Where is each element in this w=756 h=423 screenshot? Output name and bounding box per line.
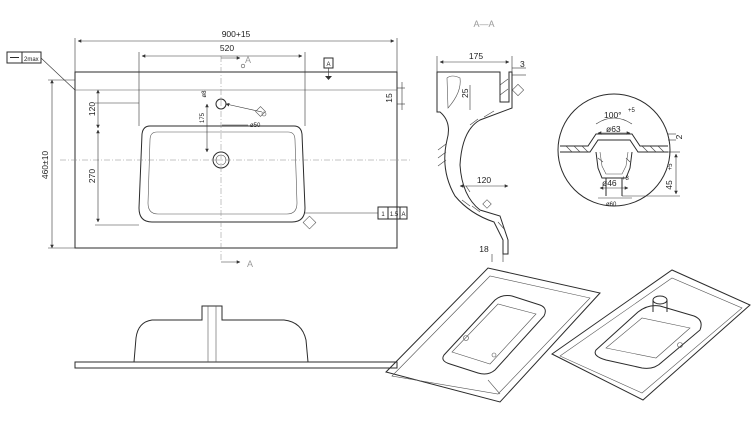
- angle-label: 100°: [604, 110, 622, 120]
- section-marker-top: A: [245, 55, 251, 65]
- tap-dia-label: ø8: [202, 90, 208, 98]
- front-bowl-profile: [133, 305, 309, 363]
- outlet-depth-tol-label: +5: [668, 163, 674, 171]
- rim-thickness-label: 3: [520, 59, 525, 69]
- bottom-thickness-label: 18: [479, 244, 489, 254]
- bowl-outer: [138, 125, 306, 223]
- iso-bowl-top: [442, 295, 546, 375]
- drain-bore-label: ø63: [606, 124, 621, 134]
- inner-width-label: 120: [477, 175, 491, 185]
- outlet-depth-label: 45: [664, 180, 674, 190]
- isometric-view-top: [385, 267, 601, 403]
- bowl-width-label: 520: [220, 43, 234, 53]
- section-title: A—A: [473, 19, 494, 29]
- bowl-inner: [147, 131, 298, 215]
- total-width-label: 900+15: [222, 29, 251, 39]
- tap-offset-label: 175: [200, 112, 206, 123]
- outer-dia-label: ø60: [606, 202, 617, 208]
- tol-cell-1: 1: [381, 212, 385, 218]
- section-marker-bottom: A: [247, 259, 253, 269]
- plan-view: 900+15 520 460±10 120 270 175 ø8 ø50 15: [6, 29, 410, 269]
- outlet-label: ø46: [602, 178, 617, 188]
- bowl-offset-label: 120: [87, 102, 97, 116]
- section-profile: [436, 71, 513, 255]
- front-elevation: [74, 305, 398, 369]
- drain-top-label: 2: [674, 134, 684, 139]
- radius-label: 25: [460, 88, 470, 98]
- drain-body: [595, 151, 633, 179]
- bowl-depth-label: 270: [87, 169, 97, 183]
- tol-cell-3: A: [401, 212, 405, 218]
- tol-cell-2: 1.5: [390, 212, 399, 218]
- outlet-tol-label: +3: [622, 176, 630, 182]
- isometric-view-bottom: [551, 269, 751, 401]
- depth-label: 460±10: [40, 151, 50, 180]
- flatness-box: [6, 51, 42, 64]
- drain-callout-label: ø50: [250, 123, 261, 129]
- edge-thickness-label: 15: [384, 93, 394, 103]
- section-view: A—A 175 3 25 120 18: [436, 19, 526, 262]
- section-width-label: 175: [469, 51, 483, 61]
- detail-circle: [557, 93, 671, 207]
- iso-bowl-bottom: [594, 305, 702, 369]
- detail-view: 100° +5 ø63 2 ø46 +3 45 +5 ø60: [557, 93, 684, 208]
- datum-box-label: A: [326, 62, 330, 68]
- flatness-label: 2max: [24, 57, 39, 63]
- tolerance-frame: [377, 206, 408, 220]
- angle-tol-label: +5: [628, 108, 636, 114]
